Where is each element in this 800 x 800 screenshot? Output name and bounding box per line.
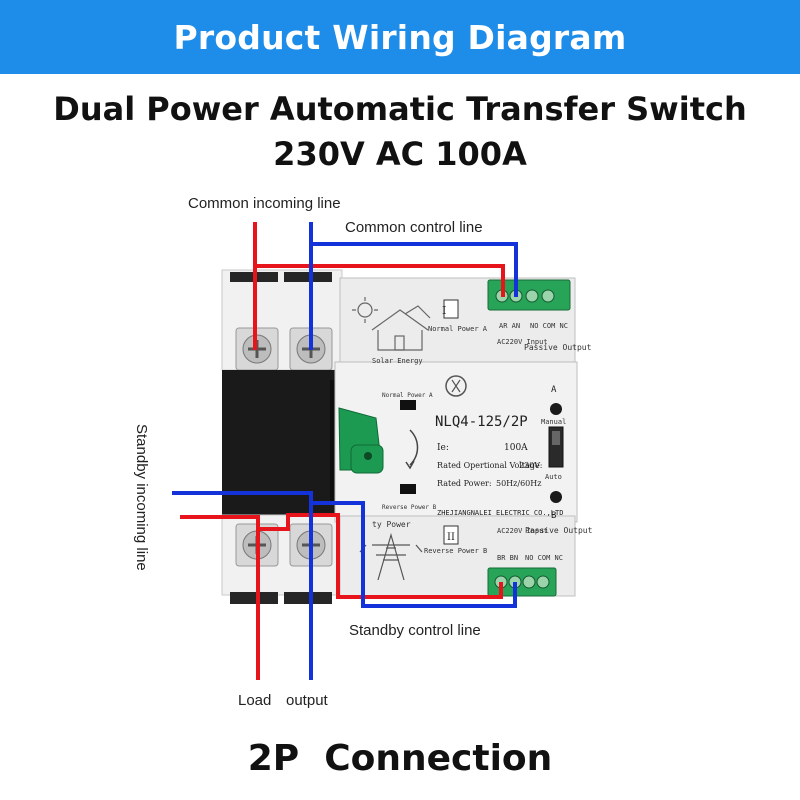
- top-panel-name: Normal Power A: [428, 325, 488, 333]
- bottom-output-label: Passive Output: [525, 526, 593, 535]
- bottom-terminal-right-label: NO COM NC: [525, 554, 563, 562]
- normal-position-window: [400, 400, 416, 410]
- mode-switch-knob[interactable]: [552, 431, 560, 445]
- manufacturer: ZHEJIANGNALEI ELECTRIC CO.,LTD: [437, 509, 563, 517]
- common-control-blue-wire: [311, 242, 518, 297]
- top-input-label: AC220V Input: [497, 338, 548, 346]
- top-terminal-right-label: NO COM NC: [530, 322, 568, 330]
- rotation-arrow: [409, 429, 419, 466]
- breaker-seam: [330, 380, 336, 505]
- reverse-position-window: [400, 484, 416, 494]
- brand-logo-mark: [451, 379, 461, 393]
- indicator-b-light: [550, 491, 562, 503]
- indicator-b-label: B: [551, 511, 556, 521]
- spec-1-value: 230V: [519, 461, 540, 470]
- bottom-input-label: AC220V Input: [497, 527, 548, 535]
- brand-logo-icon: [445, 375, 467, 397]
- mode-auto-label: Auto: [545, 473, 562, 481]
- bottom-dark-band-left: [230, 592, 278, 604]
- spec-2-value: 50Hz/60Hz: [496, 479, 541, 488]
- title-banner: Product Wiring Diagram: [0, 0, 800, 74]
- standby-control-blue-wire: [311, 501, 517, 608]
- output-label: output: [286, 692, 328, 709]
- spec-0-label: Ie:: [437, 443, 449, 453]
- model-number: NLQ4-125/2P: [435, 414, 528, 430]
- standby-control-label: Standby control line: [349, 622, 481, 639]
- standby-control-red-wire: [258, 513, 503, 599]
- top-terminal-left-label: AR AN: [499, 322, 520, 330]
- mode-manual-label: Manual: [541, 418, 566, 426]
- bottom-panel-name: Reverse Power B: [424, 547, 487, 555]
- banner-title: Product Wiring Diagram: [173, 17, 627, 57]
- top-panel-brand: Solar Energy: [372, 357, 423, 365]
- top-marker-box: [443, 299, 459, 319]
- bottom-terminal-block: [487, 567, 557, 597]
- spec-2-label: Rated Power:: [437, 479, 492, 488]
- rotation-arrow-head: [405, 460, 415, 470]
- bottom-marker-box: [443, 525, 459, 545]
- top-terminal-block: [487, 279, 571, 311]
- reverse-power-label: Reverse Power B: [382, 504, 437, 511]
- connection-title: 2P Connection: [247, 738, 553, 779]
- bottom-terminal-left-label: BR BN: [497, 554, 518, 562]
- transfer-handle[interactable]: [338, 407, 384, 474]
- standby-incoming-label: Standby incoming line: [133, 424, 150, 571]
- top-output-label: Passive Output: [524, 343, 592, 352]
- breaker-body: [222, 370, 342, 515]
- common-control-red-wire: [255, 264, 505, 297]
- bottom-marker-text: II: [447, 532, 455, 543]
- solar-house-icon: [352, 297, 431, 351]
- top-dark-band-right: [284, 272, 332, 282]
- bottom-dark-band-right: [284, 592, 332, 604]
- product-title: Dual Power Automatic Transfer Switch: [53, 90, 747, 128]
- top-marker-text: I: [442, 304, 446, 317]
- load-label: Load: [238, 692, 272, 709]
- spec-1-label: Rated Opertional Voltage:: [437, 461, 542, 470]
- indicator-a-label: A: [551, 385, 557, 395]
- standby-incoming-red-wire: [180, 515, 260, 546]
- common-control-label: Common control line: [345, 219, 483, 236]
- spec-0-value: 100A: [504, 443, 528, 453]
- indicator-a-light: [550, 403, 562, 415]
- bottom-panel-partial: ty Power: [372, 520, 411, 529]
- product-rating: 230V AC 100A: [273, 135, 527, 173]
- common-incoming-label: Common incoming line: [188, 195, 341, 212]
- normal-power-label: Normal Power A: [382, 392, 433, 399]
- standby-incoming-blue-wire: [172, 491, 313, 546]
